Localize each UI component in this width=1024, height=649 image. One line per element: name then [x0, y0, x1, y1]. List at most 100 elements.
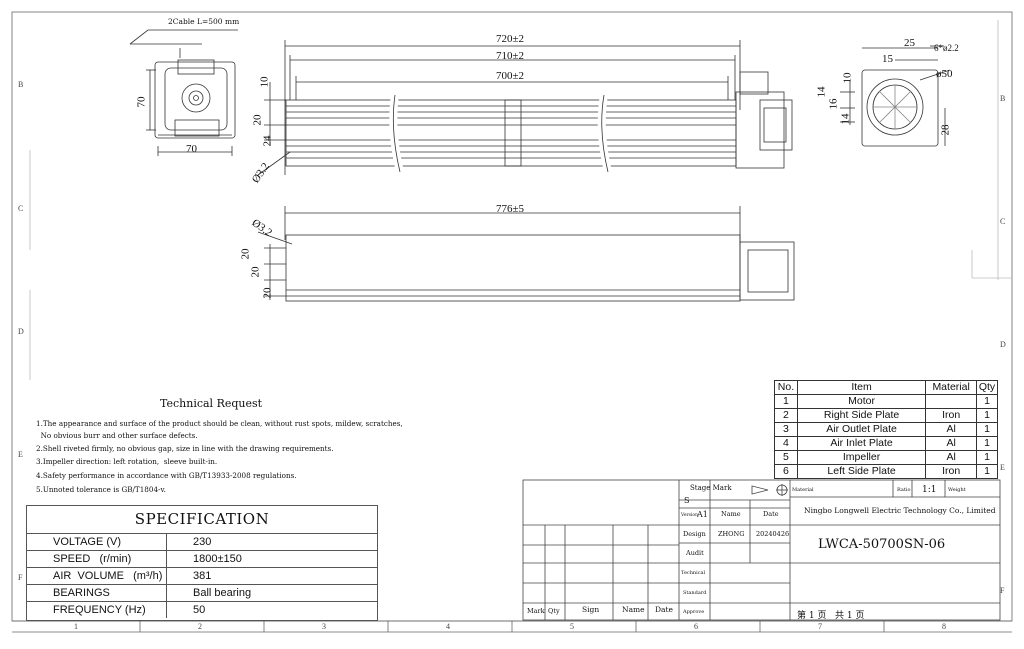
dim-d24: 24 — [261, 135, 274, 147]
zone-row-right-c: C — [1000, 217, 1006, 226]
bom-cell: 4 — [774, 436, 798, 451]
bom-cell: Left Side Plate — [796, 464, 927, 479]
zone-col-1: 1 — [74, 622, 78, 631]
specification-box: SPECIFICATION VOLTAGE (V)230 SPEED (r/mi… — [26, 505, 378, 621]
spec-value: Ball bearing — [166, 584, 377, 602]
dim-d10: 10 — [258, 76, 271, 88]
tb-weight: Weight — [948, 487, 966, 493]
zone-col-8: 8 — [942, 622, 946, 631]
bom-cell: 1 — [976, 464, 998, 479]
tb-name-label: Name — [721, 510, 741, 518]
dim-r25: 25 — [904, 37, 915, 49]
zone-row-left-c: C — [18, 204, 24, 213]
technical-request-line-1: 1.The appearance and surface of the prod… — [36, 419, 403, 428]
spec-value: 50 — [166, 601, 377, 618]
tb-bottom-mark: Mark — [527, 607, 545, 615]
bom-cell: 6 — [774, 464, 798, 479]
dim-len-720: 720±2 — [496, 33, 525, 45]
spec-row: SPEED (r/min)1800±150 — [27, 550, 377, 568]
bom-cell — [925, 394, 978, 409]
specification-table: VOLTAGE (V)230 SPEED (r/min)1800±150 AIR… — [27, 533, 377, 618]
zone-row-left-d: D — [18, 327, 24, 336]
bom-cell: Air Inlet Plate — [796, 436, 927, 451]
tb-drawing-number: LWCA-50700SN-06 — [818, 537, 946, 552]
spec-label: VOLTAGE (V) — [27, 533, 167, 551]
tb-stage-mark: Stage Mark — [690, 484, 732, 492]
tb-designer: ZHONG — [718, 530, 745, 538]
tb-stage-s: S — [684, 496, 690, 505]
bom-cell: 1 — [976, 408, 998, 423]
bom-cell: 1 — [976, 422, 998, 437]
dim-b20c: 20 — [261, 287, 274, 299]
bom-cell: 3 — [774, 422, 798, 437]
dim-r-dia: ø50 — [936, 68, 953, 80]
dim-len-700: 700±2 — [496, 70, 525, 82]
zone-col-5: 5 — [570, 622, 574, 631]
dim-r15: 15 — [882, 53, 893, 65]
dim-b20a: 20 — [239, 248, 252, 260]
zone-row-left-b: B — [18, 80, 24, 89]
zone-col-4: 4 — [446, 622, 450, 631]
bom-cell: Iron — [925, 464, 978, 479]
tb-version-label: Version — [681, 513, 699, 518]
spec-label: FREQUENCY (Hz) — [27, 601, 167, 618]
zone-col-2: 2 — [198, 622, 202, 631]
bom-header-item: Item — [796, 380, 927, 395]
dim-r28: 28 — [939, 124, 952, 136]
tb-bottom-name: Name — [622, 605, 645, 614]
spec-value: 381 — [166, 567, 377, 585]
zone-col-7: 7 — [818, 622, 822, 631]
zone-row-right-f: F — [1000, 586, 1005, 595]
bom-header-no: No. — [774, 380, 798, 395]
drawing-frame — [11, 11, 1013, 633]
technical-request-line-5: 4.Safety performance in accordance with … — [36, 471, 297, 480]
dim-len-710: 710±2 — [496, 50, 525, 62]
bom-cell: Impeller — [796, 450, 927, 465]
tb-bottom-qty: Qty — [548, 607, 560, 615]
bom-cell: 1 — [976, 436, 998, 451]
tb-date-label: Date — [763, 510, 779, 518]
bom-cell: Motor — [796, 394, 927, 409]
dim-r10: 10 — [841, 72, 854, 84]
tb-ratio-label: Ratio — [897, 487, 911, 493]
spec-row: FREQUENCY (Hz)50 — [27, 601, 377, 618]
bom-cell: Al — [925, 422, 978, 437]
bom-cell: Right Side Plate — [796, 408, 927, 423]
bom-cell: 2 — [774, 408, 798, 423]
tb-standard: Standard — [683, 590, 707, 596]
dim-r14a: 14 — [815, 86, 828, 98]
dim-b20b: 20 — [249, 266, 262, 278]
zone-col-6: 6 — [694, 622, 698, 631]
blower-top-view — [257, 40, 793, 176]
bom-cell: 1 — [976, 450, 998, 465]
tb-technical: Technical — [681, 570, 706, 576]
dim-r16: 16 — [827, 98, 840, 110]
motor-end-view — [129, 29, 238, 156]
title-block-grid — [522, 479, 1001, 621]
bom-header-qty: Qty — [976, 380, 998, 395]
spec-row: AIR VOLUME (m³/h)381 — [27, 567, 377, 585]
bom-cell: Al — [925, 450, 978, 465]
dim-r-holes: 6*ø2.2 — [934, 43, 959, 53]
spec-label: SPEED (r/min) — [27, 550, 167, 568]
tb-material: Material — [792, 487, 814, 493]
zone-row-right-b: B — [1000, 94, 1006, 103]
technical-request-line-6: 5.Unnoted tolerance is GB/T1804-v. — [36, 485, 166, 494]
tb-approve: Approve — [683, 609, 705, 615]
zone-col-3: 3 — [322, 622, 326, 631]
cable-label: 2Cable L=500 mm — [168, 17, 240, 26]
tb-ratio: 1:1 — [922, 485, 937, 495]
dim-d20: 20 — [251, 114, 264, 126]
outlet-end-view — [840, 45, 951, 147]
bom-cell: 5 — [774, 450, 798, 465]
tb-bottom-date: Date — [655, 605, 673, 614]
tb-design-label: Design — [683, 530, 706, 538]
tb-audit: Audit — [686, 549, 704, 557]
